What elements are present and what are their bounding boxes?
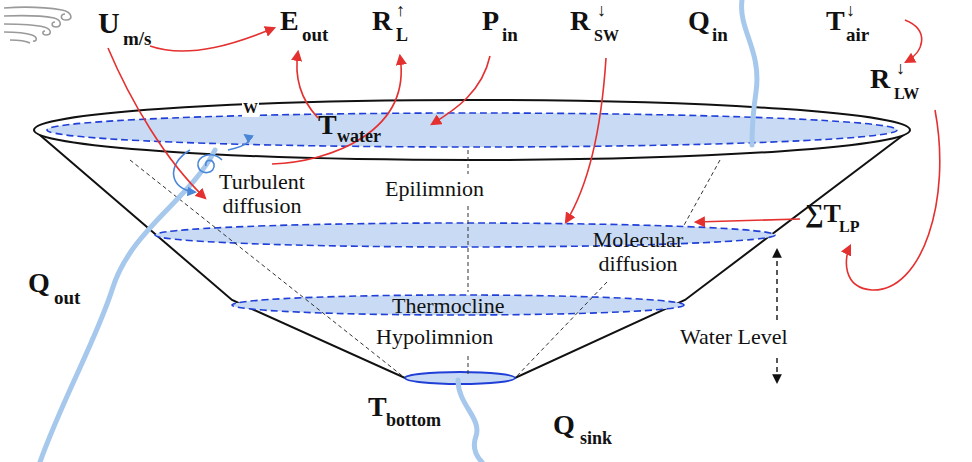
symbol: Q (688, 6, 710, 37)
guide-line (468, 206, 469, 292)
symbol: U (98, 6, 120, 39)
symbol: Q (28, 268, 50, 299)
superscript-arrow: ↑ (396, 1, 405, 21)
guide-line (683, 160, 720, 227)
guide-line (468, 150, 469, 174)
subscript: water (337, 127, 381, 147)
subscript: SW (594, 27, 619, 45)
subscript: in (712, 25, 728, 46)
subscript: out (54, 288, 80, 309)
subscript: W (242, 100, 259, 117)
process-label: Molecular diffusion (578, 228, 698, 276)
wind-line (4, 7, 71, 20)
guide-line (468, 356, 469, 376)
swirl-arrow (228, 135, 249, 150)
guide-lines (130, 150, 720, 378)
symbol: T (318, 110, 337, 141)
flux-arrow (696, 219, 800, 222)
symbol: P (482, 6, 499, 37)
flux-arrow (297, 52, 318, 118)
swirl (198, 155, 222, 173)
process-label: Water Level (680, 325, 788, 349)
flux-arrows (108, 20, 940, 290)
symbol: T (368, 392, 387, 423)
outflow-river (40, 150, 215, 462)
inflow-river (742, 0, 757, 145)
wind-line (10, 40, 30, 43)
symbol: R (570, 6, 590, 37)
subscript: LP (839, 218, 859, 236)
rivers (40, 0, 757, 462)
subscript: LW (894, 85, 919, 103)
subscript: sink (580, 429, 612, 449)
superscript-arrow: ↓ (896, 59, 905, 79)
flux-arrow (566, 58, 606, 222)
flux-arrow (846, 110, 939, 290)
superscript-arrow: ↓ (597, 1, 606, 21)
subscript: L (396, 26, 408, 46)
lake-basin-outline (34, 130, 910, 378)
superscript-arrow: ↓ (846, 1, 855, 21)
layer-name: Thermocline (392, 294, 504, 318)
subscript: air (846, 25, 869, 46)
layer-name: Hypolimnion (376, 325, 493, 349)
surface-layer (47, 113, 897, 147)
wind-icon (4, 7, 71, 43)
symbol: R (372, 6, 392, 37)
flux-arrow (272, 56, 401, 164)
layer-name: Epilimnion (385, 177, 484, 201)
level-arrow-up (776, 250, 777, 320)
flux-arrow (905, 20, 922, 62)
subscript: m/s (123, 29, 152, 50)
level-arrow-down (776, 358, 777, 382)
symbol: ∑T (805, 200, 841, 229)
process-label: Turbulent diffusion (207, 170, 317, 218)
symbol: E (280, 6, 299, 37)
guide-line (130, 160, 405, 378)
subscript: out (302, 25, 328, 46)
subscript: in (502, 25, 518, 46)
subscript: bottom (386, 411, 441, 431)
symbol: T (826, 6, 845, 37)
flux-arrow (432, 56, 490, 124)
guide-line (515, 282, 607, 378)
symbol: Q (553, 410, 575, 441)
flux-arrow (108, 48, 205, 198)
swirl-arrow (174, 150, 195, 192)
symbol: R (870, 64, 890, 95)
sink-river (458, 380, 482, 462)
flux-arrow (150, 28, 274, 51)
water-level-arrow (776, 250, 777, 382)
